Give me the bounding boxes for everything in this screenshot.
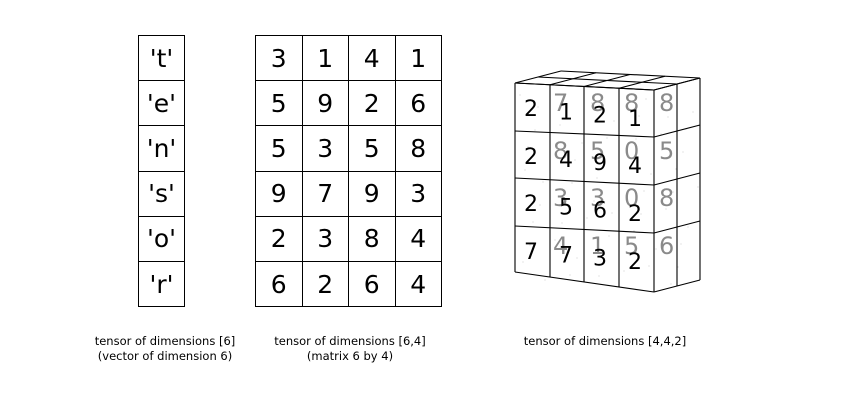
tensor-front-value: 2 <box>628 250 642 275</box>
tensor-back-value: 8 <box>553 137 568 165</box>
tensor-front-value: 7 <box>559 243 573 268</box>
vector-cell: 'o' <box>138 215 185 262</box>
tensor-front-value: 9 <box>593 151 607 176</box>
matrix-cell: 2 <box>348 80 396 127</box>
tensor-front-value: 6 <box>593 199 607 224</box>
tensor-front-value: 1 <box>628 107 642 132</box>
matrix-cell: 3 <box>301 125 349 172</box>
vector-row: 'n' <box>138 125 185 172</box>
vector-cell: 'e' <box>138 80 185 127</box>
tensor-front-value: 4 <box>559 148 573 173</box>
vector-caption-line2: (vector of dimension 6) <box>97 349 233 363</box>
vector-cell: 'n' <box>138 125 185 172</box>
vector-table: 't' 'e' 'n' 's' 'o' 'r' <box>138 34 185 308</box>
matrix-cell: 6 <box>255 260 303 308</box>
tensor-back-value: 8 <box>659 89 674 117</box>
matrix-cell: 5 <box>255 125 303 172</box>
tensor-back-value: 0 <box>624 137 639 165</box>
tensor-front-value: 2 <box>524 145 538 170</box>
matrix-cell: 5 <box>348 125 396 172</box>
tensor-back-value: 3 <box>590 184 605 212</box>
matrix-cell: 9 <box>301 80 349 127</box>
tensor-back-value: 8 <box>590 89 605 117</box>
tensor-back-value: 3 <box>553 184 568 212</box>
cube-edges <box>514 70 701 293</box>
tensor-front-value: 2 <box>524 97 538 122</box>
matrix-cell: 1 <box>394 34 442 82</box>
tensor-front-value: 2 <box>524 192 538 217</box>
tensor-back-value: 1 <box>590 232 605 260</box>
matrix-caption-line2: (matrix 6 by 4) <box>306 349 394 363</box>
vector-cell: 'r' <box>138 260 185 308</box>
tensor-back-value: 5 <box>590 137 605 165</box>
matrix-cell: 9 <box>348 170 396 217</box>
tensor-front-value: 3 <box>593 247 607 272</box>
matrix-cell: 2 <box>301 260 349 308</box>
tensor-back-value: 6 <box>659 232 674 260</box>
vector-cell: 's' <box>138 170 185 217</box>
tensor-back-value: 8 <box>624 89 639 117</box>
tensor-caption: tensor of dimensions [4,4,2] <box>500 334 710 349</box>
vector-caption-line1: tensor of dimensions [6] <box>94 334 236 348</box>
tensor-back-value: 7 <box>553 89 568 117</box>
tensor-caption-line: tensor of dimensions [4,4,2] <box>523 334 687 348</box>
matrix-cell: 3 <box>255 34 303 82</box>
matrix-cell: 1 <box>301 34 349 82</box>
vector-row: 's' <box>138 170 185 217</box>
vector-row: 'o' <box>138 215 185 262</box>
tensor-back-value: 5 <box>659 137 674 165</box>
cube-side-dots <box>519 94 699 285</box>
matrix-cell: 6 <box>394 80 442 127</box>
tensor-back-value: 5 <box>624 232 639 260</box>
matrix-cell: 3 <box>394 170 442 217</box>
matrix-cell: 5 <box>255 80 303 127</box>
matrix-cell: 2 <box>255 215 303 262</box>
matrix-cell: 4 <box>394 260 442 308</box>
matrix-cell: 4 <box>394 215 442 262</box>
matrix-cell: 6 <box>348 260 396 308</box>
matrix-cell: 3 <box>301 215 349 262</box>
vector-row: 'e' <box>138 80 185 127</box>
tensor-front-value: 4 <box>628 154 642 179</box>
matrix-cell: 7 <box>301 170 349 217</box>
tensor-front-value: 2 <box>593 104 607 129</box>
tensor-front-value: 5 <box>559 195 573 220</box>
matrix-caption-line1: tensor of dimensions [6,4] <box>274 334 426 348</box>
tensor-front-value: 1 <box>559 100 573 125</box>
vector-row: 't' <box>138 34 185 82</box>
vector-row: 'r' <box>138 260 185 308</box>
matrix-cell: 4 <box>348 34 396 82</box>
tensor-front-value: 2 <box>628 202 642 227</box>
tensor-back-value: 8 <box>659 184 674 212</box>
tensor-front-value: 7 <box>524 240 538 265</box>
tensor-back-value: 4 <box>553 232 568 260</box>
vector-caption: tensor of dimensions [6] (vector of dime… <box>70 334 260 364</box>
vector-cell: 't' <box>138 34 185 82</box>
matrix-cell: 8 <box>394 125 442 172</box>
matrix-caption: tensor of dimensions [6,4] (matrix 6 by … <box>240 334 460 364</box>
tensor-back-value: 0 <box>624 184 639 212</box>
matrix-cell: 8 <box>348 215 396 262</box>
matrix-cell: 9 <box>255 170 303 217</box>
